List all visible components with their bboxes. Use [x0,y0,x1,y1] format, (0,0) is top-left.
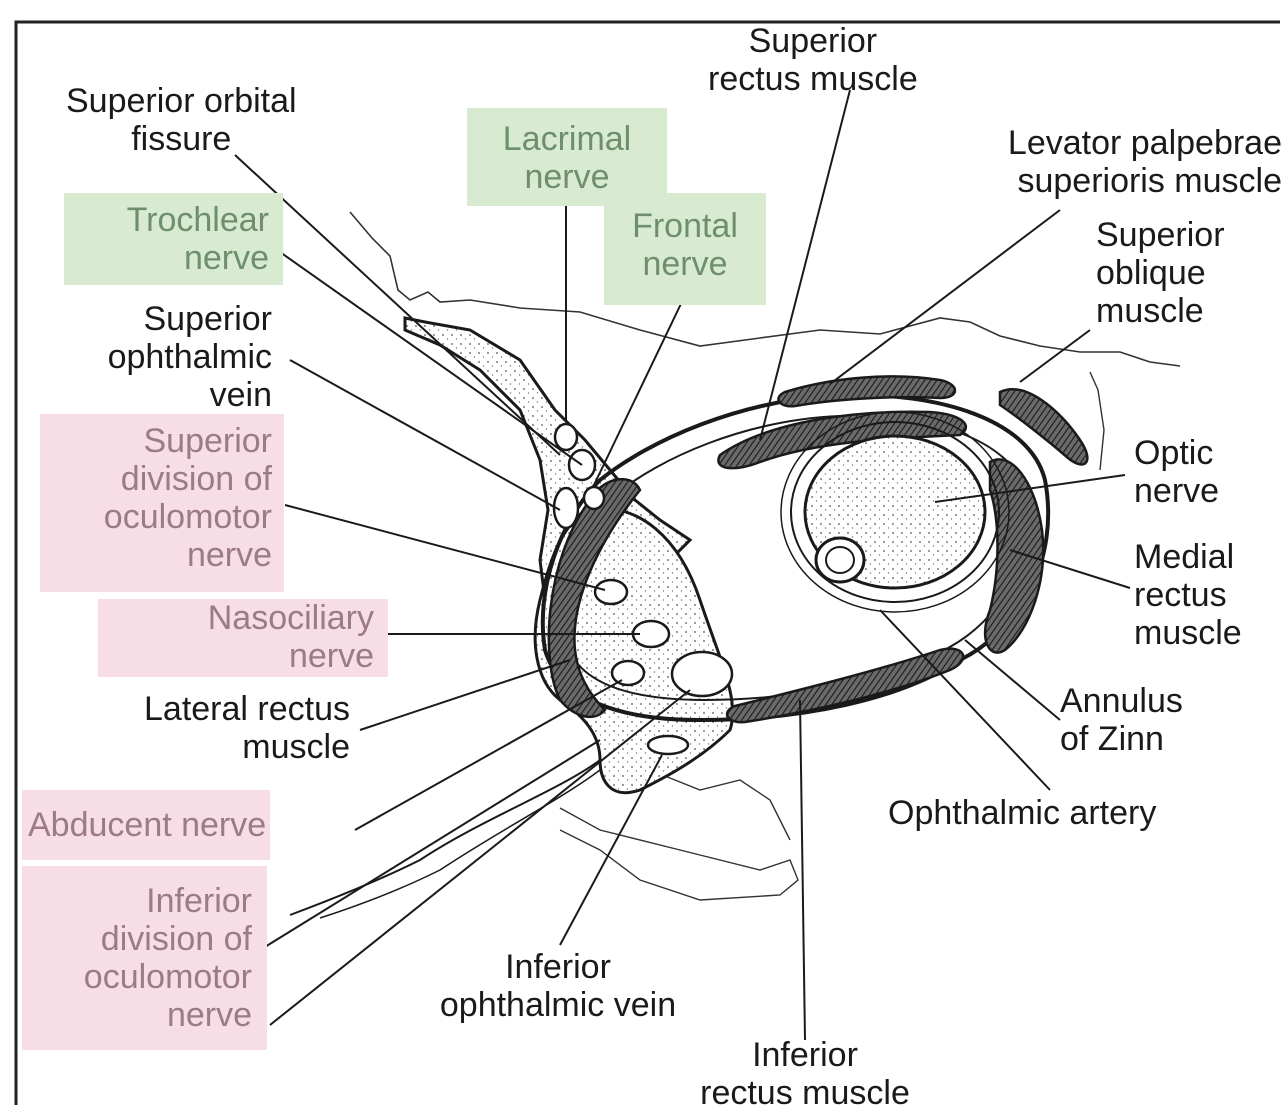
orbital-floor-outline [560,808,798,900]
inferior-division-section [672,652,732,696]
label-ophthalmic-artery: Ophthalmic artery [888,794,1156,832]
label-abducent-nerve: Abducent nerve [22,790,270,860]
lacrimal-nerve-section [555,424,577,450]
inferior-ophthalmic-vein-section [648,736,688,754]
abducent-section [612,661,644,685]
superior-oblique-muscle [1000,389,1087,464]
superior-division-section [595,580,627,604]
trochlear-nerve-section [584,487,604,509]
